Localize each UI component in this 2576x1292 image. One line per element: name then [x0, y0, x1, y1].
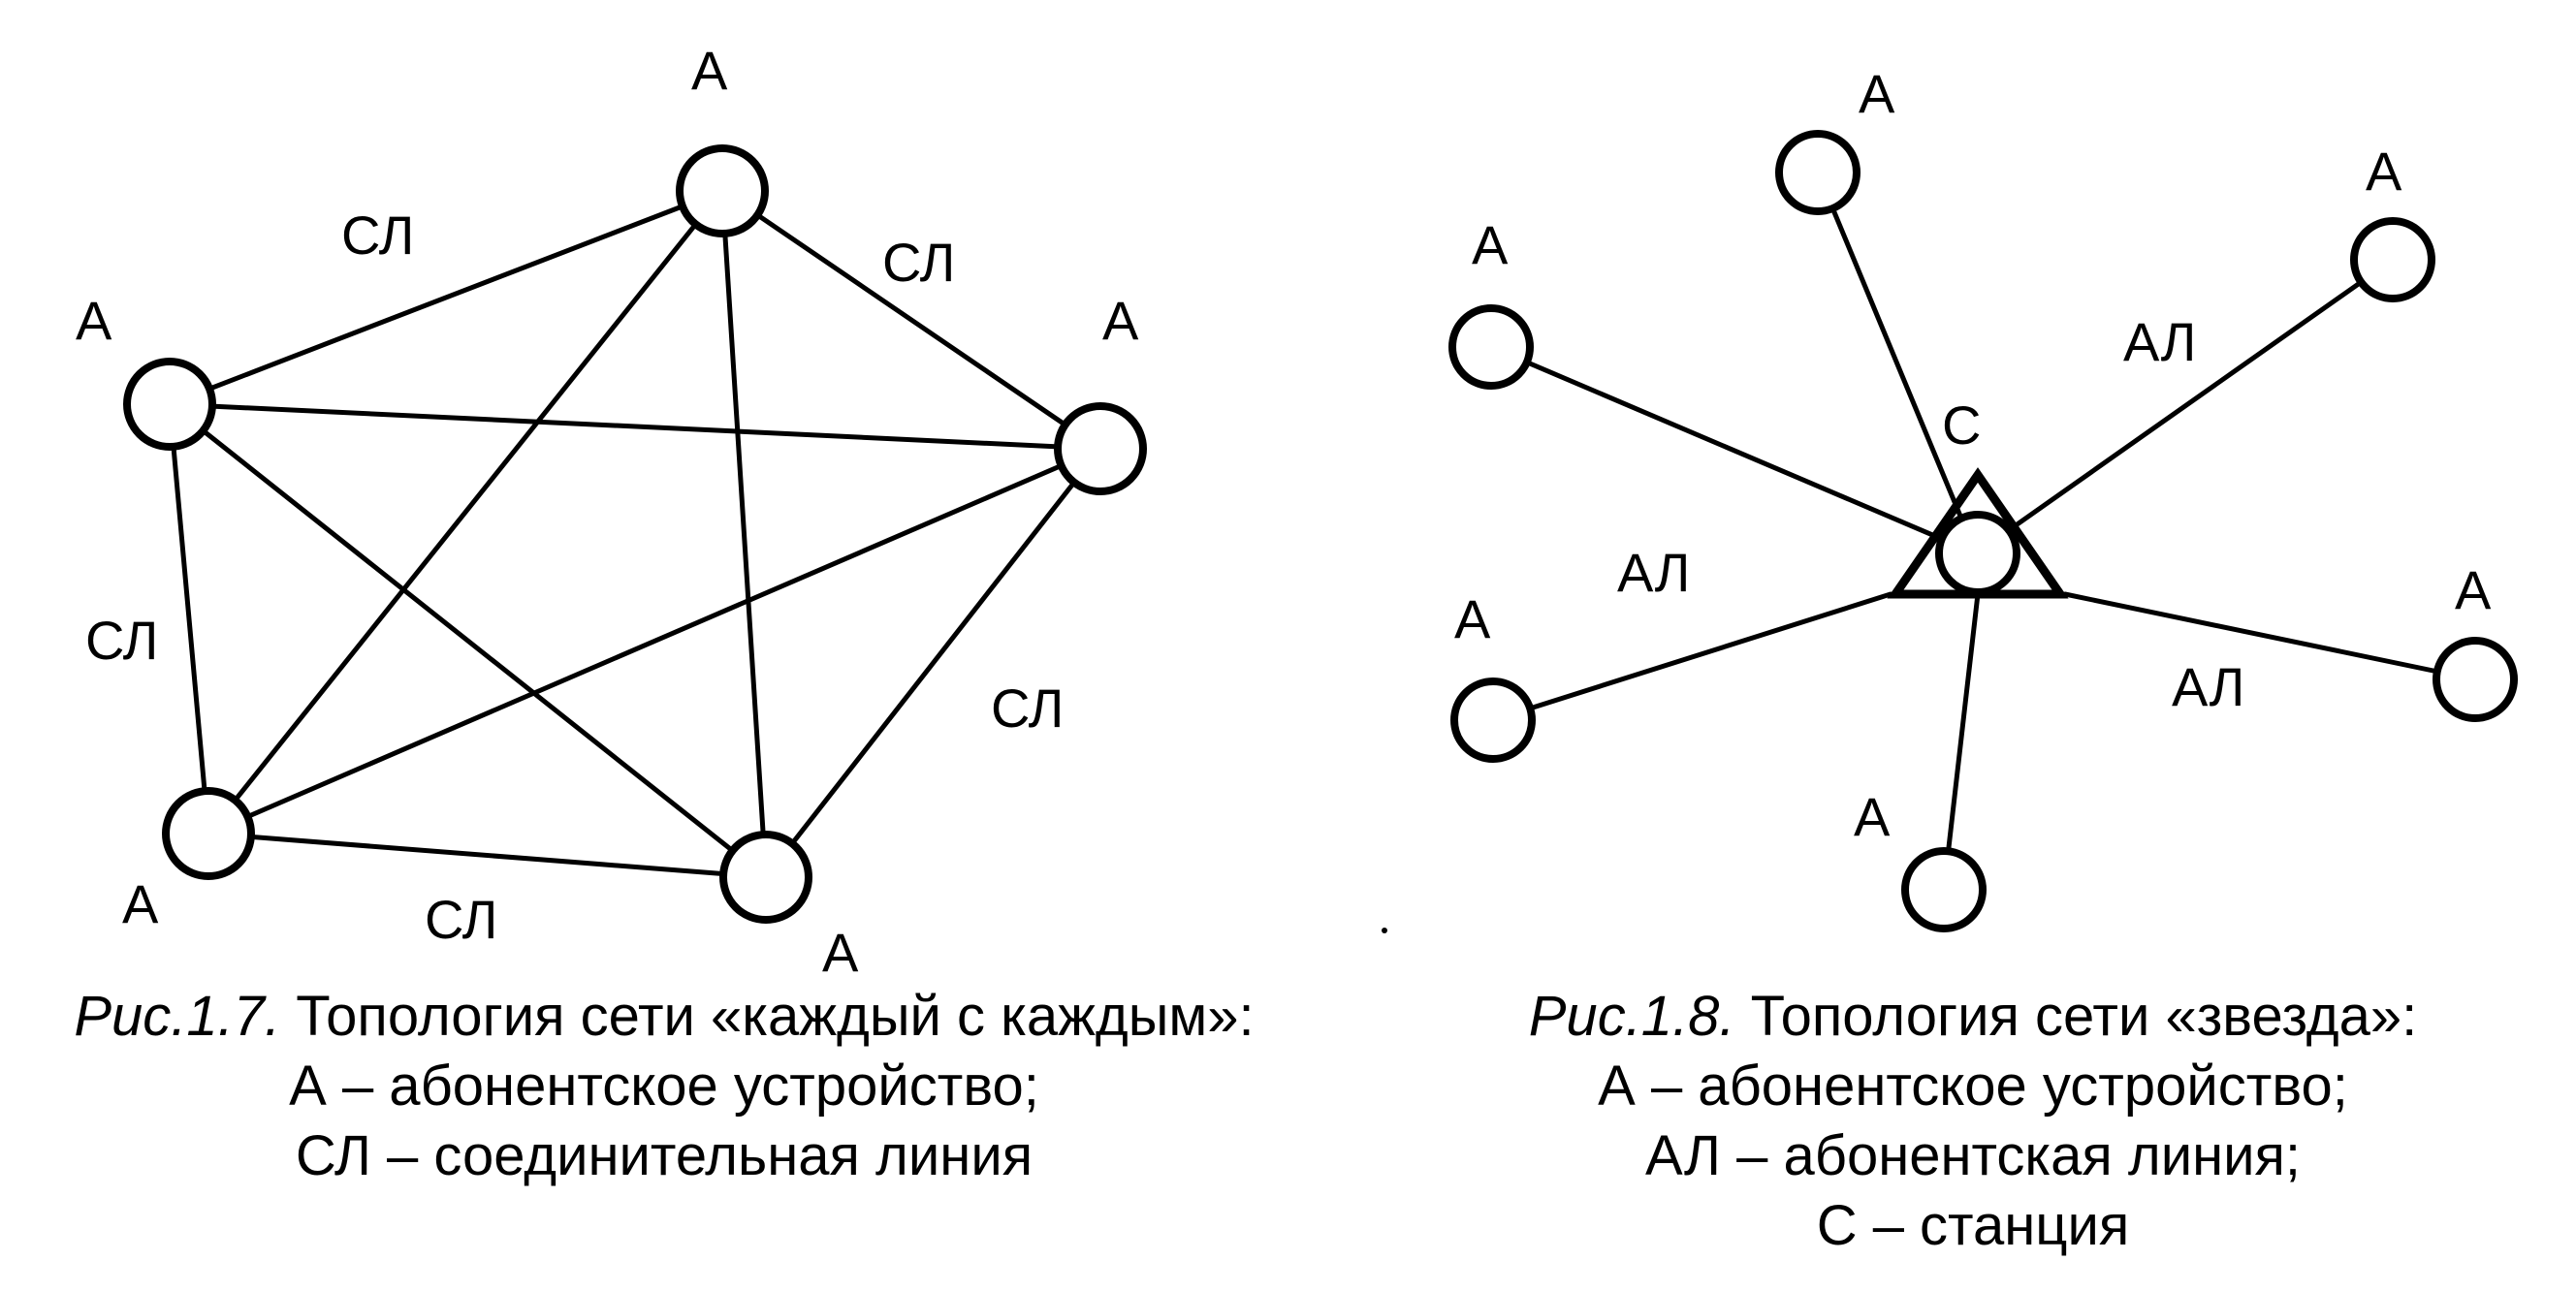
- node-label: А: [691, 40, 728, 101]
- legend-line: А – абонентское устройство;: [1598, 1055, 2348, 1118]
- edge-label: СЛ: [882, 232, 955, 293]
- node-label: А: [2455, 559, 2492, 620]
- edge-label: СЛ: [425, 889, 497, 950]
- subscriber-device-node: [2350, 217, 2435, 302]
- star-edges: [1488, 170, 2478, 893]
- mesh-edge: [763, 446, 1103, 880]
- mesh-node-labels: А А А А А: [76, 40, 1139, 983]
- legend-line: СЛ – соединительная линия: [295, 1124, 1034, 1187]
- subscriber-device-node: [1775, 130, 1860, 215]
- mesh-edge: [719, 188, 769, 880]
- figure-title: Топология сети «звезда»:: [1734, 985, 2418, 1048]
- mesh-caption: Рис.1.7. Топология сети «каждый с каждым…: [19, 982, 1309, 1191]
- mesh-edge: [719, 188, 1103, 452]
- subscriber-device-node: [1054, 402, 1147, 495]
- node-label: А: [2366, 141, 2402, 202]
- edge-label: СЛ: [85, 610, 158, 671]
- scan-speck: [1382, 928, 1387, 933]
- node-label: А: [822, 922, 859, 983]
- legend-line: С – станция: [1816, 1194, 2130, 1257]
- mesh-edge: [167, 401, 1103, 452]
- edge-label: СЛ: [991, 678, 1064, 739]
- mesh-edge-labels: СЛ СЛ СЛ СЛ СЛ: [85, 205, 1064, 950]
- node-label: А: [1859, 63, 1895, 124]
- star-nodes: [1448, 130, 2518, 932]
- mesh-edge: [206, 831, 769, 880]
- subscriber-device-node: [123, 358, 216, 451]
- node-label: А: [1472, 214, 1509, 275]
- mesh-edge: [206, 446, 1103, 836]
- edge-label: АЛ: [2172, 656, 2244, 717]
- mesh-nodes: [123, 144, 1147, 924]
- station-node: [1887, 467, 2069, 599]
- star-edge: [2062, 591, 2478, 682]
- node-label: А: [122, 873, 159, 934]
- subscriber-device-node: [676, 144, 769, 237]
- legend-line: АЛ – абонентская линия;: [1644, 1124, 2302, 1187]
- mesh-caption-title: Рис.1.7. Топология сети «каждый с каждым…: [19, 982, 1309, 1052]
- node-label: А: [1854, 786, 1891, 847]
- star-caption: Рис.1.8. Топология сети «звезда»: А – аб…: [1415, 982, 2530, 1261]
- node-label: А: [1454, 588, 1491, 649]
- node-label: А: [1102, 290, 1139, 351]
- edge-label: АЛ: [2123, 311, 2196, 372]
- subscriber-device-node: [1901, 847, 1987, 932]
- subscriber-device-node: [719, 831, 812, 924]
- station-label: С: [1942, 394, 1981, 456]
- figure-title: Топология сети «каждый с каждым»:: [280, 985, 1255, 1048]
- edge-label: СЛ: [341, 205, 414, 266]
- station-circle: [1935, 511, 2020, 596]
- star-edge: [1973, 257, 2396, 556]
- mesh-edge: [167, 401, 769, 880]
- star-labels: С А А А А А А АЛ АЛ АЛ: [1454, 63, 2492, 847]
- subscriber-device-node: [162, 787, 255, 880]
- star-edge: [1488, 344, 1979, 556]
- star-edge: [1490, 591, 1893, 723]
- mesh-edge: [167, 401, 211, 836]
- mesh-edge: [167, 188, 725, 407]
- subscriber-device-node: [1450, 678, 1536, 763]
- figure-number: Рис.1.8.: [1528, 985, 1735, 1048]
- subscriber-device-node: [2433, 637, 2518, 722]
- subscriber-device-node: [1448, 304, 1534, 390]
- star-edge: [1941, 591, 1981, 893]
- star-topology-diagram: С А А А А А А АЛ АЛ АЛ: [1448, 63, 2518, 932]
- edge-label: АЛ: [1617, 542, 1690, 603]
- mesh-edge: [206, 188, 725, 836]
- figure-number: Рис.1.7.: [74, 985, 281, 1048]
- legend-line: А – абонентское устройство;: [289, 1055, 1039, 1118]
- mesh-edges: [167, 188, 1103, 880]
- star-caption-title: Рис.1.8. Топология сети «звезда»:: [1415, 982, 2530, 1052]
- star-edge: [1815, 170, 1979, 556]
- node-label: А: [76, 290, 112, 351]
- mesh-topology-diagram: А А А А А СЛ СЛ СЛ СЛ СЛ: [76, 40, 1147, 983]
